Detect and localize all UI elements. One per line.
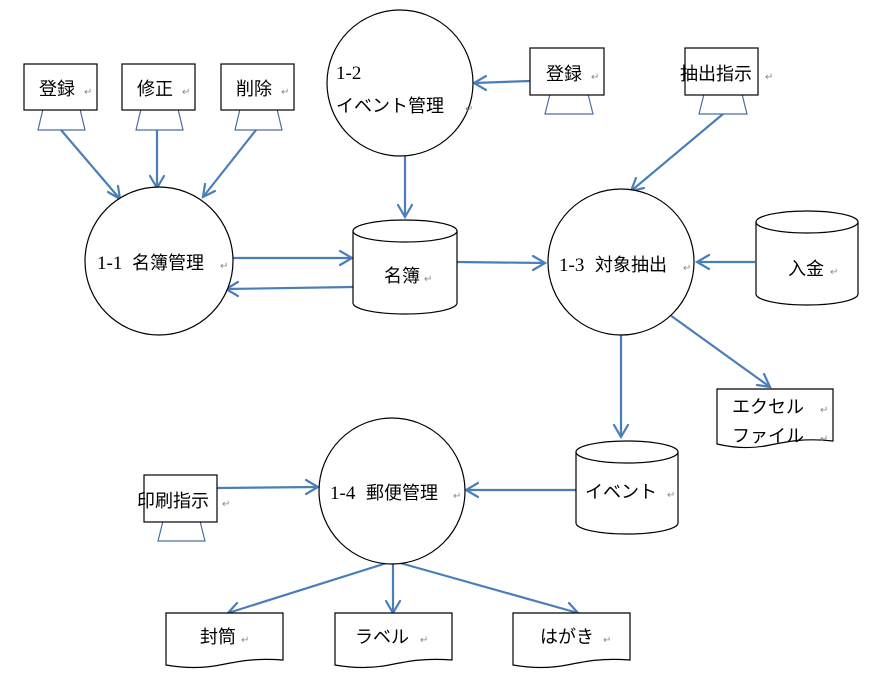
return-mark: ↵ [830, 267, 838, 278]
process-number: 1-3 [559, 255, 584, 276]
return-mark: ↵ [220, 261, 228, 272]
flow-taisho-chushutsu-to-event [612, 333, 630, 440]
terminal-insatsu-shiji[interactable]: 印刷指示 ↵ [137, 474, 230, 542]
flow-sakujo-to-meibo-kanri [201, 129, 257, 199]
terminal-toroku[interactable]: 登録 ↵ [23, 63, 98, 131]
terminal-sakujo[interactable]: 削除 ↵ [220, 63, 295, 131]
document-label: はがき [540, 627, 594, 648]
return-mark: ↵ [667, 490, 675, 501]
return-mark: ↵ [281, 87, 289, 98]
flow-meibo-to-taisho-chushutsu [456, 254, 548, 272]
process-label: 名簿管理 [132, 253, 204, 274]
document-hagaki[interactable]: はがき ↵ [512, 612, 631, 669]
terminal-chushutsu-shiji[interactable]: 抽出指示 ↵ [680, 47, 773, 115]
return-mark: ↵ [603, 635, 611, 646]
process-taisho-chushutsu[interactable]: 1-3 対象抽出 ↵ [547, 188, 695, 336]
process-event-kanri[interactable]: 1-2 イベント管理 ↵ [326, 9, 474, 157]
return-mark: ↵ [591, 72, 599, 83]
flow-shusei-to-meibo-kanri [148, 130, 166, 191]
return-mark: ↵ [241, 635, 249, 646]
flow-meibo-kanri-to-meibo [233, 249, 355, 267]
document-label: ラベル [355, 627, 409, 648]
datastore-label: 入金 [788, 259, 824, 280]
document-label: 封筒 [200, 627, 236, 648]
document-label: エクセル [732, 397, 804, 418]
terminal-label: 削除 [236, 79, 272, 100]
flow-insatsu-shiji-to-yubin-kanri [216, 478, 321, 496]
document-label: ファイル [732, 426, 804, 447]
flow-toroku-to-meibo-kanri [60, 129, 122, 202]
return-mark: ↵ [453, 491, 461, 502]
datastore-event[interactable]: イベント ↵ [575, 440, 679, 535]
return-mark: ↵ [182, 87, 190, 98]
process-meibo-kanri[interactable]: 1-1 名簿管理 ↵ [84, 186, 234, 336]
flow-toroku2-to-event-kanri [471, 74, 531, 92]
return-mark: ↵ [222, 499, 230, 510]
return-mark: ↵ [465, 104, 473, 115]
flow-taisho-chushutsu-to-excel [669, 314, 772, 389]
flow-yubin-kanri-to-hagaki [392, 559, 581, 618]
terminal-label: 抽出指示 [680, 64, 752, 85]
terminal-label: 登録 [546, 64, 582, 85]
flow-yubin-kanri-to-futo [225, 559, 394, 618]
process-number: 1-4 [330, 483, 356, 504]
flow-chushutsu-shiji-to-taisho-chushutsu [629, 113, 724, 193]
terminal-label: 修正 [137, 79, 173, 100]
datastore-label: 名簿 [384, 266, 420, 287]
document-excel-file[interactable]: エクセル ↵ ファイル ↵ [716, 388, 834, 449]
flow-event-kanri-to-meibo [396, 156, 414, 220]
process-number: 1-2 [336, 63, 361, 84]
document-futo[interactable]: 封筒 ↵ [165, 612, 284, 669]
terminal-label: 登録 [39, 79, 75, 100]
flow-meibo-to-meibo-kanri [223, 280, 354, 298]
terminal-label: 印刷指示 [137, 491, 209, 512]
flow-nyukin-to-taisho-chushutsu [694, 253, 755, 271]
process-label: 郵便管理 [366, 483, 438, 504]
flow-yubin-kanri-to-label [384, 561, 402, 616]
return-mark: ↵ [420, 635, 428, 646]
process-yubin-kanri[interactable]: 1-4 郵便管理 ↵ [318, 417, 466, 565]
return-mark: ↵ [820, 405, 828, 416]
datastore-meibo[interactable]: 名簿 ↵ [352, 219, 458, 315]
return-mark: ↵ [84, 87, 92, 98]
return-mark: ↵ [683, 263, 691, 274]
return-mark: ↵ [820, 434, 828, 445]
flow-event-to-yubin-kanri [463, 481, 576, 499]
return-mark: ↵ [765, 72, 773, 83]
flows [60, 74, 772, 618]
process-label: 対象抽出 [595, 255, 667, 276]
document-label[interactable]: ラベル ↵ [334, 612, 453, 669]
process-number: 1-1 [97, 253, 122, 274]
process-label: イベント管理 [336, 96, 444, 117]
terminal-toroku-event[interactable]: 登録 ↵ [529, 47, 605, 115]
datastore-nyukin[interactable]: 入金 ↵ [755, 210, 859, 306]
return-mark: ↵ [424, 274, 432, 285]
terminal-shusei[interactable]: 修正 ↵ [121, 63, 196, 131]
datastore-label: イベント [585, 482, 657, 503]
